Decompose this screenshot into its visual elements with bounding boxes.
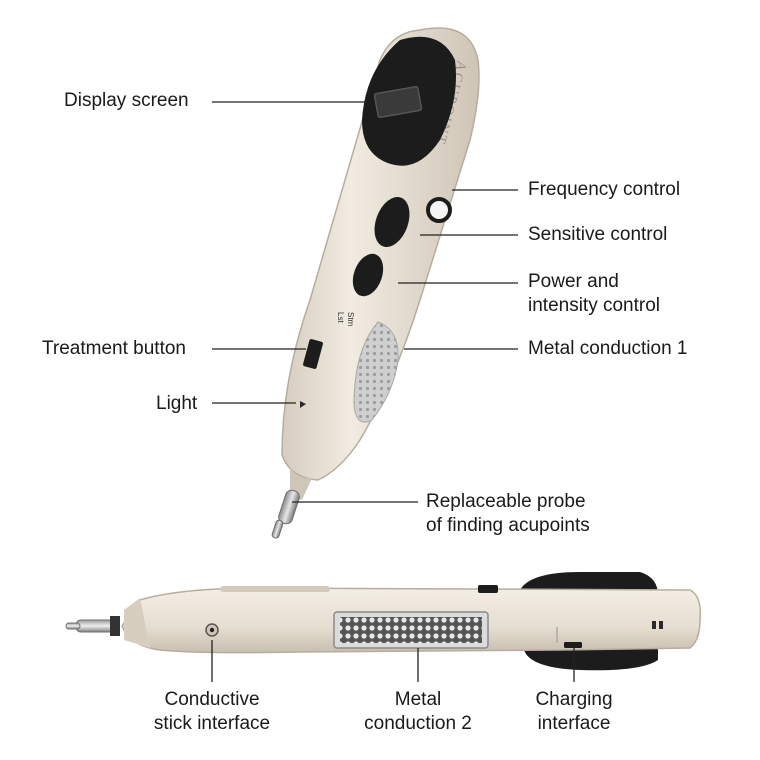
display-screen: [373, 85, 423, 119]
label-probe-line2: of finding acupoints: [426, 515, 590, 536]
label-power-intensity-line2: intensity control: [528, 295, 661, 316]
label-frequency-control: Frequency control: [528, 179, 681, 200]
probe-metal: [278, 489, 300, 525]
label-power-intensity-line1: Power and: [528, 271, 619, 292]
label-charging-interface: Charging interface: [514, 688, 634, 736]
label-probe-line1: Replaceable probe: [426, 491, 586, 512]
mode-label-1: Lst: [336, 312, 345, 323]
sensitive-knob: [374, 196, 410, 248]
light-indicator: [300, 401, 306, 408]
metal-conduction-1-pad: [353, 321, 399, 423]
mode-label-2: Stm: [346, 312, 355, 327]
probe-collar: [110, 616, 120, 636]
pen-vertical: ACUPOINT Lst Stm: [271, 27, 480, 539]
power-knob: [352, 253, 384, 297]
label-metal-conduction-2: Metal conduction 2: [348, 688, 488, 736]
treatment-button: [303, 339, 323, 369]
label-treatment-button: Treatment button: [42, 338, 186, 359]
label-charging-line1: Charging: [535, 689, 613, 710]
end-vent-2: [659, 621, 663, 629]
label-metal2-line1: Metal: [394, 689, 442, 710]
frequency-knob: [426, 197, 452, 223]
label-conductive-line1: Conductive: [164, 689, 260, 710]
label-metal2-line2: conduction 2: [364, 713, 472, 734]
pen-horizontal: [65, 572, 702, 671]
nose: [124, 598, 150, 648]
label-power-intensity: Power and intensity control: [528, 270, 660, 318]
probe-tip: [271, 519, 284, 539]
charging-port: [564, 642, 582, 648]
leader-lines: [211, 101, 575, 682]
top-slot: [220, 586, 330, 592]
label-charging-line2: interface: [537, 713, 611, 734]
label-metal-conduction-1: Metal conduction 1: [528, 338, 688, 359]
end-vent-1: [652, 621, 656, 629]
label-conductive-stick: Conductive stick interface: [142, 688, 282, 736]
label-display-screen: Display screen: [64, 90, 189, 111]
metal-conduction-2-pad: [340, 617, 482, 643]
probe-tip-horizontal: [65, 622, 81, 630]
label-replaceable-probe: Replaceable probe of finding acupoints: [426, 490, 590, 538]
label-sensitive-control: Sensitive control: [528, 224, 668, 245]
label-conductive-line2: stick interface: [153, 713, 271, 734]
label-light: Light: [156, 393, 198, 414]
top-button: [478, 585, 498, 593]
